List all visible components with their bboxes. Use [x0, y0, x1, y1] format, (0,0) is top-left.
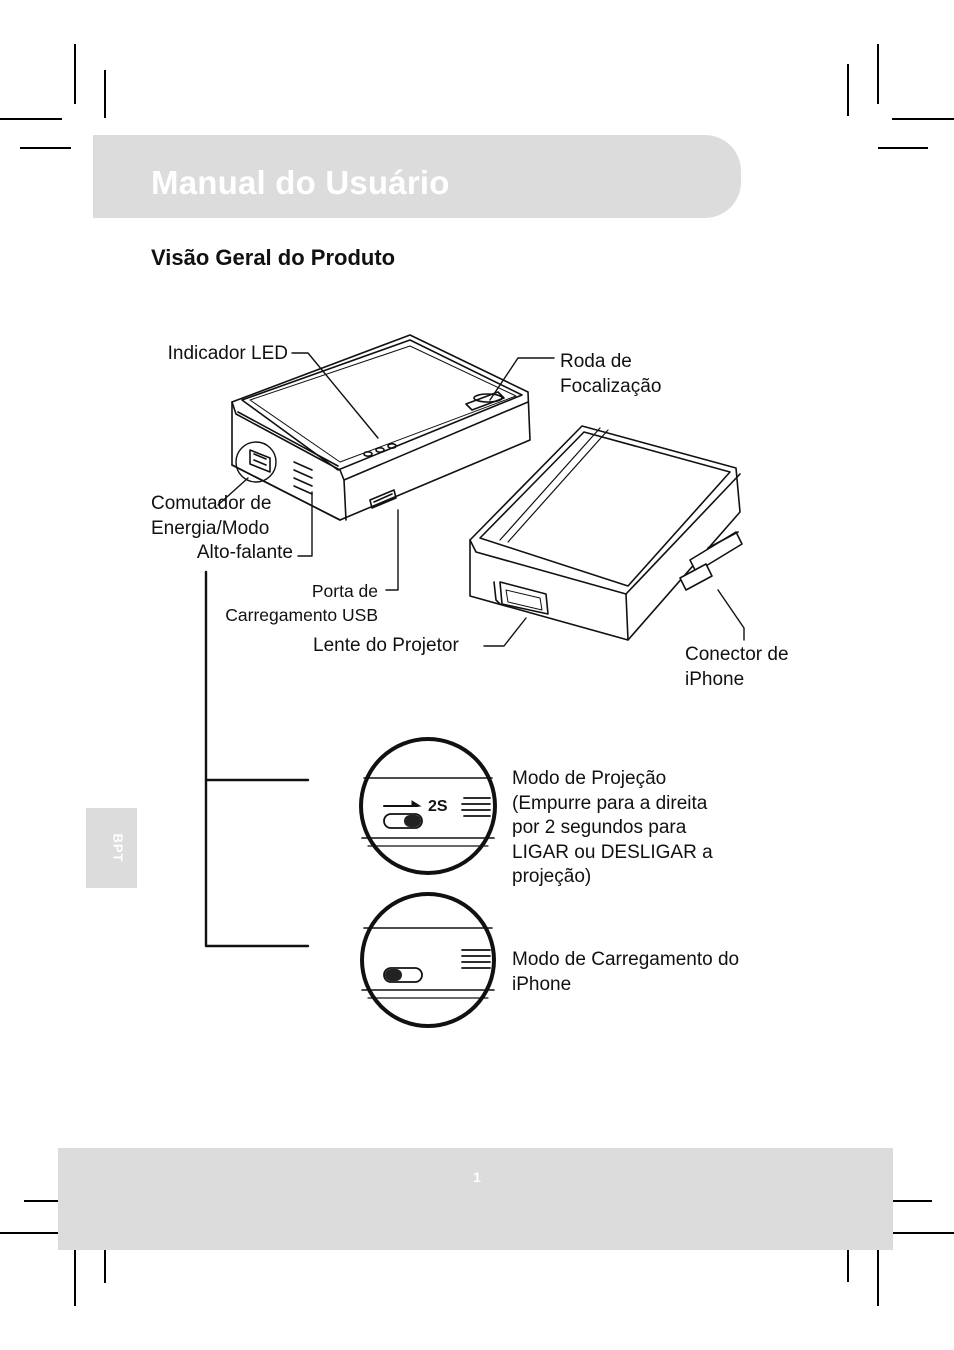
led-indicator-label: Indicador LED — [167, 343, 288, 364]
iphone-connector-label: Conector de iPhone — [685, 644, 789, 690]
projector-device-front — [231, 334, 531, 521]
crop-mark — [104, 70, 106, 118]
projector-device-back — [469, 425, 743, 641]
switch-duration-label: 2S — [428, 798, 448, 815]
crop-mark — [0, 118, 62, 120]
crop-mark — [892, 118, 954, 120]
page-title: Manual do Usuário — [151, 164, 450, 201]
power-switch-label: Comutador de Energia/Modo — [151, 493, 272, 539]
crop-mark — [877, 1246, 879, 1306]
charging-mode-description: Modo de Carregamento do iPhone — [512, 949, 740, 995]
crop-mark — [847, 64, 849, 116]
crop-mark — [74, 1246, 76, 1306]
crop-mark — [104, 1235, 106, 1283]
crop-mark — [847, 1232, 849, 1282]
focus-wheel-label: Roda de Focalização — [560, 351, 662, 397]
projection-mode-description: Modo de Projeção (Empurre para a direita… — [512, 768, 713, 887]
crop-mark — [878, 147, 928, 149]
page-number: 1 — [473, 1169, 481, 1185]
header-band — [93, 135, 741, 218]
crop-mark — [20, 147, 71, 149]
crop-mark — [0, 1232, 62, 1234]
crop-mark — [877, 44, 879, 104]
footer-band — [58, 1148, 893, 1250]
crop-mark — [880, 1200, 932, 1202]
usb-port-label: Porta de Carregamento USB — [225, 581, 378, 625]
crop-mark — [24, 1200, 76, 1202]
section-title: Visão Geral do Produto — [151, 245, 396, 270]
speaker-label: Alto-falante — [196, 542, 293, 563]
language-tab — [86, 808, 137, 888]
crop-mark — [74, 44, 76, 104]
crop-mark — [892, 1232, 954, 1234]
projector-lens-label: Lente do Projetor — [313, 635, 459, 656]
charging-mode-zoom — [360, 892, 496, 1028]
projection-mode-zoom — [359, 737, 497, 875]
